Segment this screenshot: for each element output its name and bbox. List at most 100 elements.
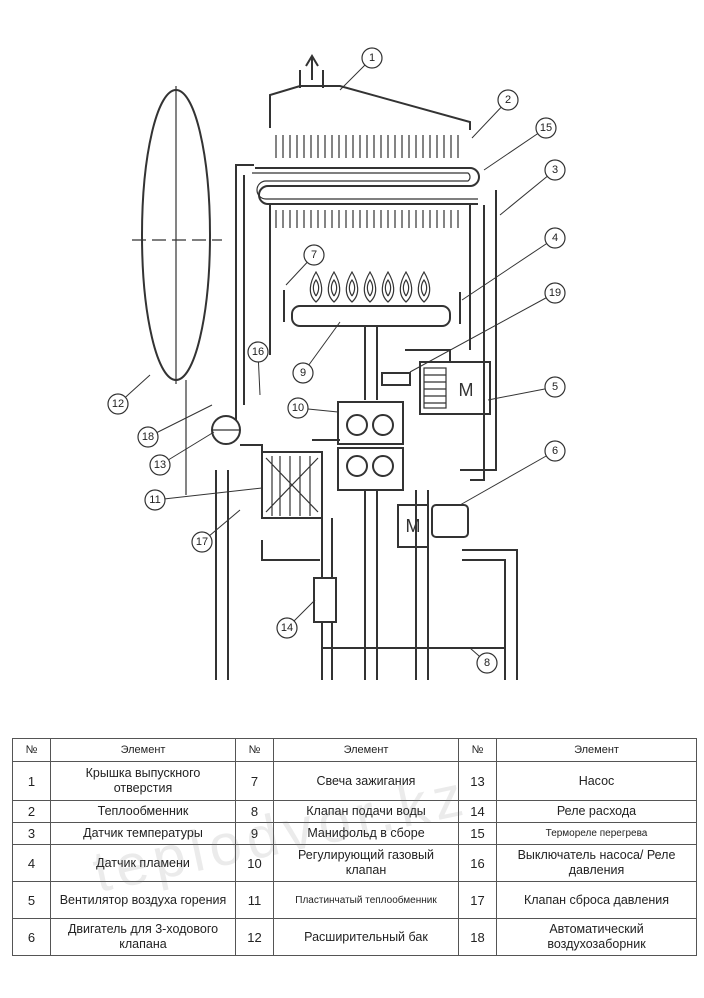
three-way-valve: M <box>397 504 469 548</box>
callout-18: 18 <box>137 404 213 448</box>
plate-heat-exchanger <box>261 451 323 519</box>
main-heat-exchanger <box>275 135 459 228</box>
callout-5: 5 <box>487 376 566 401</box>
callout-label: 5 <box>552 381 558 393</box>
callout-3: 3 <box>499 159 566 216</box>
svg-text:M: M <box>406 516 421 536</box>
lower-pipes <box>240 439 505 680</box>
legend-number: 15 <box>458 822 497 845</box>
callout-label: 9 <box>300 367 306 379</box>
fan-pressure-switch <box>381 372 411 386</box>
flue-hood <box>269 54 471 130</box>
callout-label: 13 <box>154 459 166 471</box>
callout-4: 4 <box>461 227 566 301</box>
legend-element: Манифольд в сборе <box>273 822 459 845</box>
callout-label: 3 <box>552 164 558 176</box>
legend-element: Датчик температуры <box>50 822 236 845</box>
callout-9: 9 <box>292 321 341 384</box>
legend-header-row: № Элемент № Элемент № Элемент <box>12 738 697 762</box>
legend-number: 5 <box>12 881 51 919</box>
burner-flames <box>309 270 431 303</box>
legend-element: Регулирующий газовый клапан <box>273 844 459 882</box>
callout-12: 12 <box>107 374 151 415</box>
header-element: Элемент <box>273 738 459 762</box>
callout-13: 13 <box>149 431 215 476</box>
flow-switch <box>313 577 337 623</box>
callout-15: 15 <box>483 117 557 171</box>
callout-label: 14 <box>281 622 293 634</box>
legend-element: Пластинчатый теплообменник <box>273 881 459 919</box>
flame <box>381 270 395 303</box>
flame <box>309 270 323 303</box>
legend-element: Свеча зажигания <box>273 761 459 801</box>
legend-element: Теплообменник <box>50 800 236 823</box>
legend-number: 18 <box>458 918 497 956</box>
legend-element: Крышка выпускного отверстия <box>50 761 236 801</box>
legend-number: 17 <box>458 881 497 919</box>
flame <box>417 270 431 303</box>
svg-text:M: M <box>459 380 474 400</box>
callout-label: 12 <box>112 398 124 410</box>
callout-label: 15 <box>540 122 552 134</box>
header-num: № <box>12 738 51 762</box>
legend-element: Датчик пламени <box>50 844 236 882</box>
callout-label: 17 <box>196 536 208 548</box>
legend-element: Автоматический воздухозаборник <box>496 918 697 956</box>
gas-valve <box>337 401 404 680</box>
expansion-tank <box>132 86 222 495</box>
callout-6: 6 <box>459 440 566 506</box>
legend-number: 2 <box>12 800 51 823</box>
legend-element: Клапан сброса давления <box>496 881 697 919</box>
callout-17: 17 <box>191 509 241 553</box>
legend-element: Двигатель для 3-ходового клапана <box>50 918 236 956</box>
callout-label: 8 <box>484 657 490 669</box>
legend-element: Выключатель насоса/ Реле давления <box>496 844 697 882</box>
legend-element: Насос <box>496 761 697 801</box>
flame <box>327 270 341 303</box>
callout-8: 8 <box>469 647 498 674</box>
legend-element: Реле расхода <box>496 800 697 823</box>
callout-label: 16 <box>252 346 264 358</box>
flame <box>345 270 359 303</box>
legend-number: 9 <box>235 822 274 845</box>
legend-number: 12 <box>235 918 274 956</box>
callout-label: 7 <box>311 249 317 261</box>
callout-19: 19 <box>409 282 566 373</box>
callout-label: 4 <box>552 232 558 244</box>
boiler-schematic: M M <box>107 47 566 680</box>
callout-10: 10 <box>287 397 339 419</box>
header-element: Элемент <box>496 738 697 762</box>
legend-number: 14 <box>458 800 497 823</box>
exchanger-tubes <box>252 167 480 205</box>
callout-2: 2 <box>471 89 519 139</box>
burner-manifold <box>291 305 451 400</box>
legend-number: 11 <box>235 881 274 919</box>
pump <box>211 415 241 445</box>
legend-number: 4 <box>12 844 51 882</box>
legend-number: 1 <box>12 761 51 801</box>
callout-14: 14 <box>276 599 316 639</box>
legend-element: Вентилятор воздуха горения <box>50 881 236 919</box>
combustion-fan: M <box>405 349 491 415</box>
legend-number: 8 <box>235 800 274 823</box>
legend-number: 16 <box>458 844 497 882</box>
heating-pipes <box>215 164 518 680</box>
legend-element: Расширительный бак <box>273 918 459 956</box>
flame <box>363 270 377 303</box>
callout-label: 1 <box>369 52 375 64</box>
callout-label: 10 <box>292 402 304 414</box>
flame <box>399 270 413 303</box>
callout-11: 11 <box>144 487 263 511</box>
legend-element: Термореле перегрева <box>496 822 697 845</box>
callout-7: 7 <box>285 244 325 286</box>
callout-label: 19 <box>549 287 561 299</box>
callout-label: 18 <box>142 431 154 443</box>
callout-1: 1 <box>339 47 383 91</box>
